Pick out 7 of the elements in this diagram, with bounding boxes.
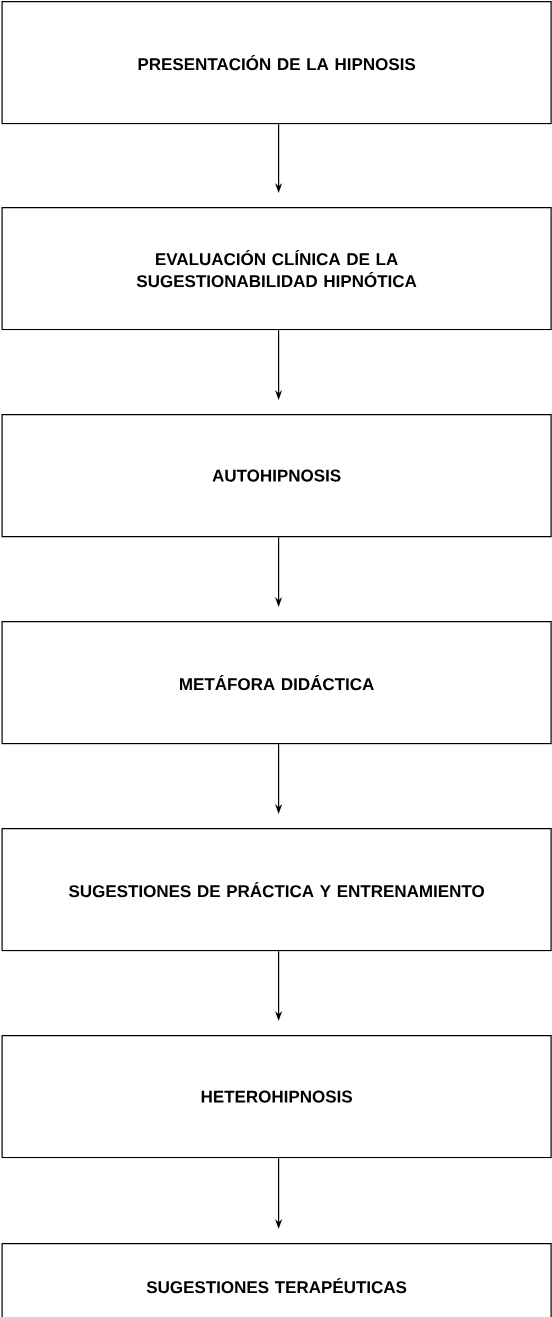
- process-box: METÁFORA DIDÁCTICA: [1, 621, 552, 745]
- process-box: PRESENTACIÓN DE LA HIPNOSIS: [1, 1, 552, 125]
- process-box: SUGESTIONES DE PRÁCTICA Y ENTRENAMIENTO: [1, 828, 552, 952]
- process-box: SUGESTIONES TERAPÉUTICAS: [1, 1243, 552, 1317]
- process-box: AUTOHIPNOSIS: [1, 414, 552, 538]
- process-box: HETEROHIPNOSIS: [1, 1035, 552, 1159]
- process-box: EVALUACIÓN CLÍNICA DE LA SUGESTIONABILIDAD HIPNÓTICA: [1, 207, 552, 331]
